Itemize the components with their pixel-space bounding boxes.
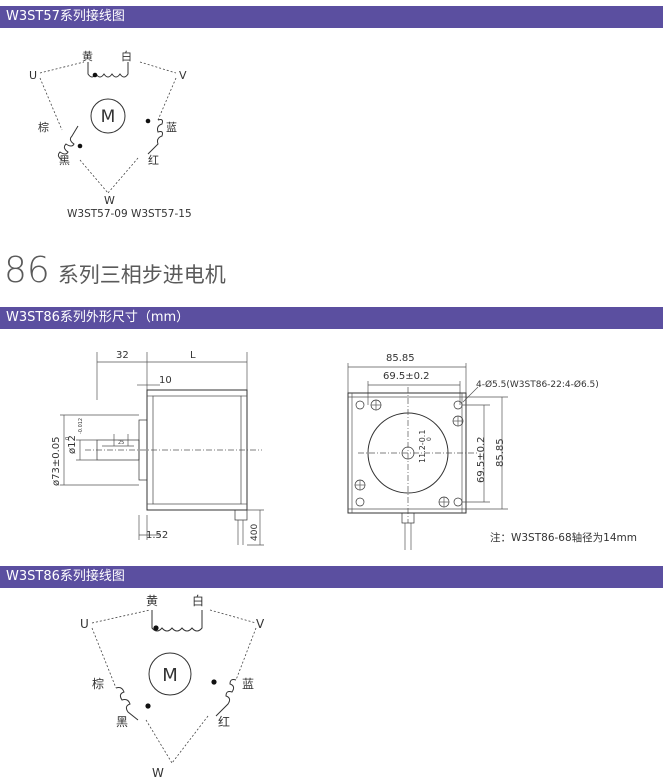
motor-label: M [162, 665, 178, 686]
phase-dot-icon [211, 679, 217, 685]
dim-25: 25 [118, 440, 124, 446]
hole-note: 4-Ø5.5(W3ST86-22:4-Ø6.5) [476, 379, 599, 390]
series-title: 系列三相步进电机 [57, 263, 226, 287]
dim-l: L [190, 350, 196, 361]
dim-69-5-side: 69.5±0.2 [476, 436, 487, 483]
terminal-w-label: W [152, 766, 164, 780]
w3st86-wiring-diagram: M 黄 白 U V 棕 蓝 黑 红 W [80, 593, 265, 780]
wire-yellow-label: 黄 [146, 594, 158, 608]
motor-circle [148, 652, 192, 696]
shaft-note: 注：W3ST86-68轴径为14mm [490, 532, 637, 544]
phase-dot-icon [153, 625, 159, 631]
series-number: 86 [4, 250, 50, 291]
dim-shaft-tol-top: 0 [65, 437, 71, 440]
dim-shaft-dia: ø12 [67, 435, 78, 454]
wire-black-label: 黑 [116, 715, 128, 729]
terminal-v-label: V [256, 617, 265, 631]
dim-69-5-top: 69.5±0.2 [383, 371, 430, 382]
dim-shaft-tol: -0.012 [78, 418, 84, 434]
wire-white-label: 白 [121, 49, 132, 63]
dim-10: 10 [159, 375, 172, 386]
w3st57-models-caption: W3ST57-09 W3ST57-15 [67, 208, 192, 220]
terminal-u-label: U [29, 69, 37, 82]
phase-dot-icon [92, 72, 98, 78]
page-title: 86 系列三相步进电机 [4, 250, 226, 291]
dim-flange-dia: ø73±0.05 [51, 437, 62, 487]
section-header-w3st86-wiring: W3ST86系列接线图 [0, 566, 663, 588]
wire-red-label: 红 [218, 714, 230, 729]
section-header-w3st86-dimensions: W3ST86系列外形尺寸（mm） [0, 307, 663, 329]
dim-key: 11.2-0.1 [418, 430, 427, 463]
w3st86-side-view-drawing: 32 L 10 25 1.52 ø73±0.05 ø12 0 -0.012 40… [51, 350, 264, 546]
dim-400: 400 [250, 524, 260, 541]
wire-white-label: 白 [192, 593, 204, 608]
motor-circle [90, 98, 126, 134]
phase-dot-icon [77, 143, 83, 149]
dim-1-52: 1.52 [146, 530, 168, 541]
phase-dot-icon [145, 703, 151, 709]
w3st86-front-view-drawing: 85.85 69.5±0.2 4-Ø5.5(W3ST86-22:4-Ø6.5) … [347, 353, 599, 550]
dim-key-tol: 0 [426, 437, 433, 441]
terminal-u-label: U [80, 617, 89, 631]
wire-yellow-label: 黄 [82, 49, 93, 63]
wire-blue-label: 蓝 [166, 121, 177, 134]
dim-85-85-top: 85.85 [386, 353, 415, 364]
dim-85-85-side: 85.85 [495, 438, 506, 467]
wire-red-label: 红 [148, 154, 159, 167]
terminal-w-label: W [104, 194, 115, 207]
section-header-w3st57-wiring: W3ST57系列接线图 [0, 6, 663, 28]
wire-blue-label: 蓝 [242, 677, 254, 691]
wire-brown-label: 棕 [38, 120, 49, 134]
w3st57-wiring-diagram: M 黄 白 U V 棕 蓝 黑 红 W [29, 49, 187, 207]
wire-brown-label: 棕 [92, 676, 104, 691]
phase-dot-icon [145, 118, 151, 124]
motor-label: M [101, 107, 116, 127]
wire-black-label: 黑 [59, 154, 70, 167]
terminal-v-label: V [179, 69, 187, 82]
dim-32: 32 [116, 350, 129, 361]
